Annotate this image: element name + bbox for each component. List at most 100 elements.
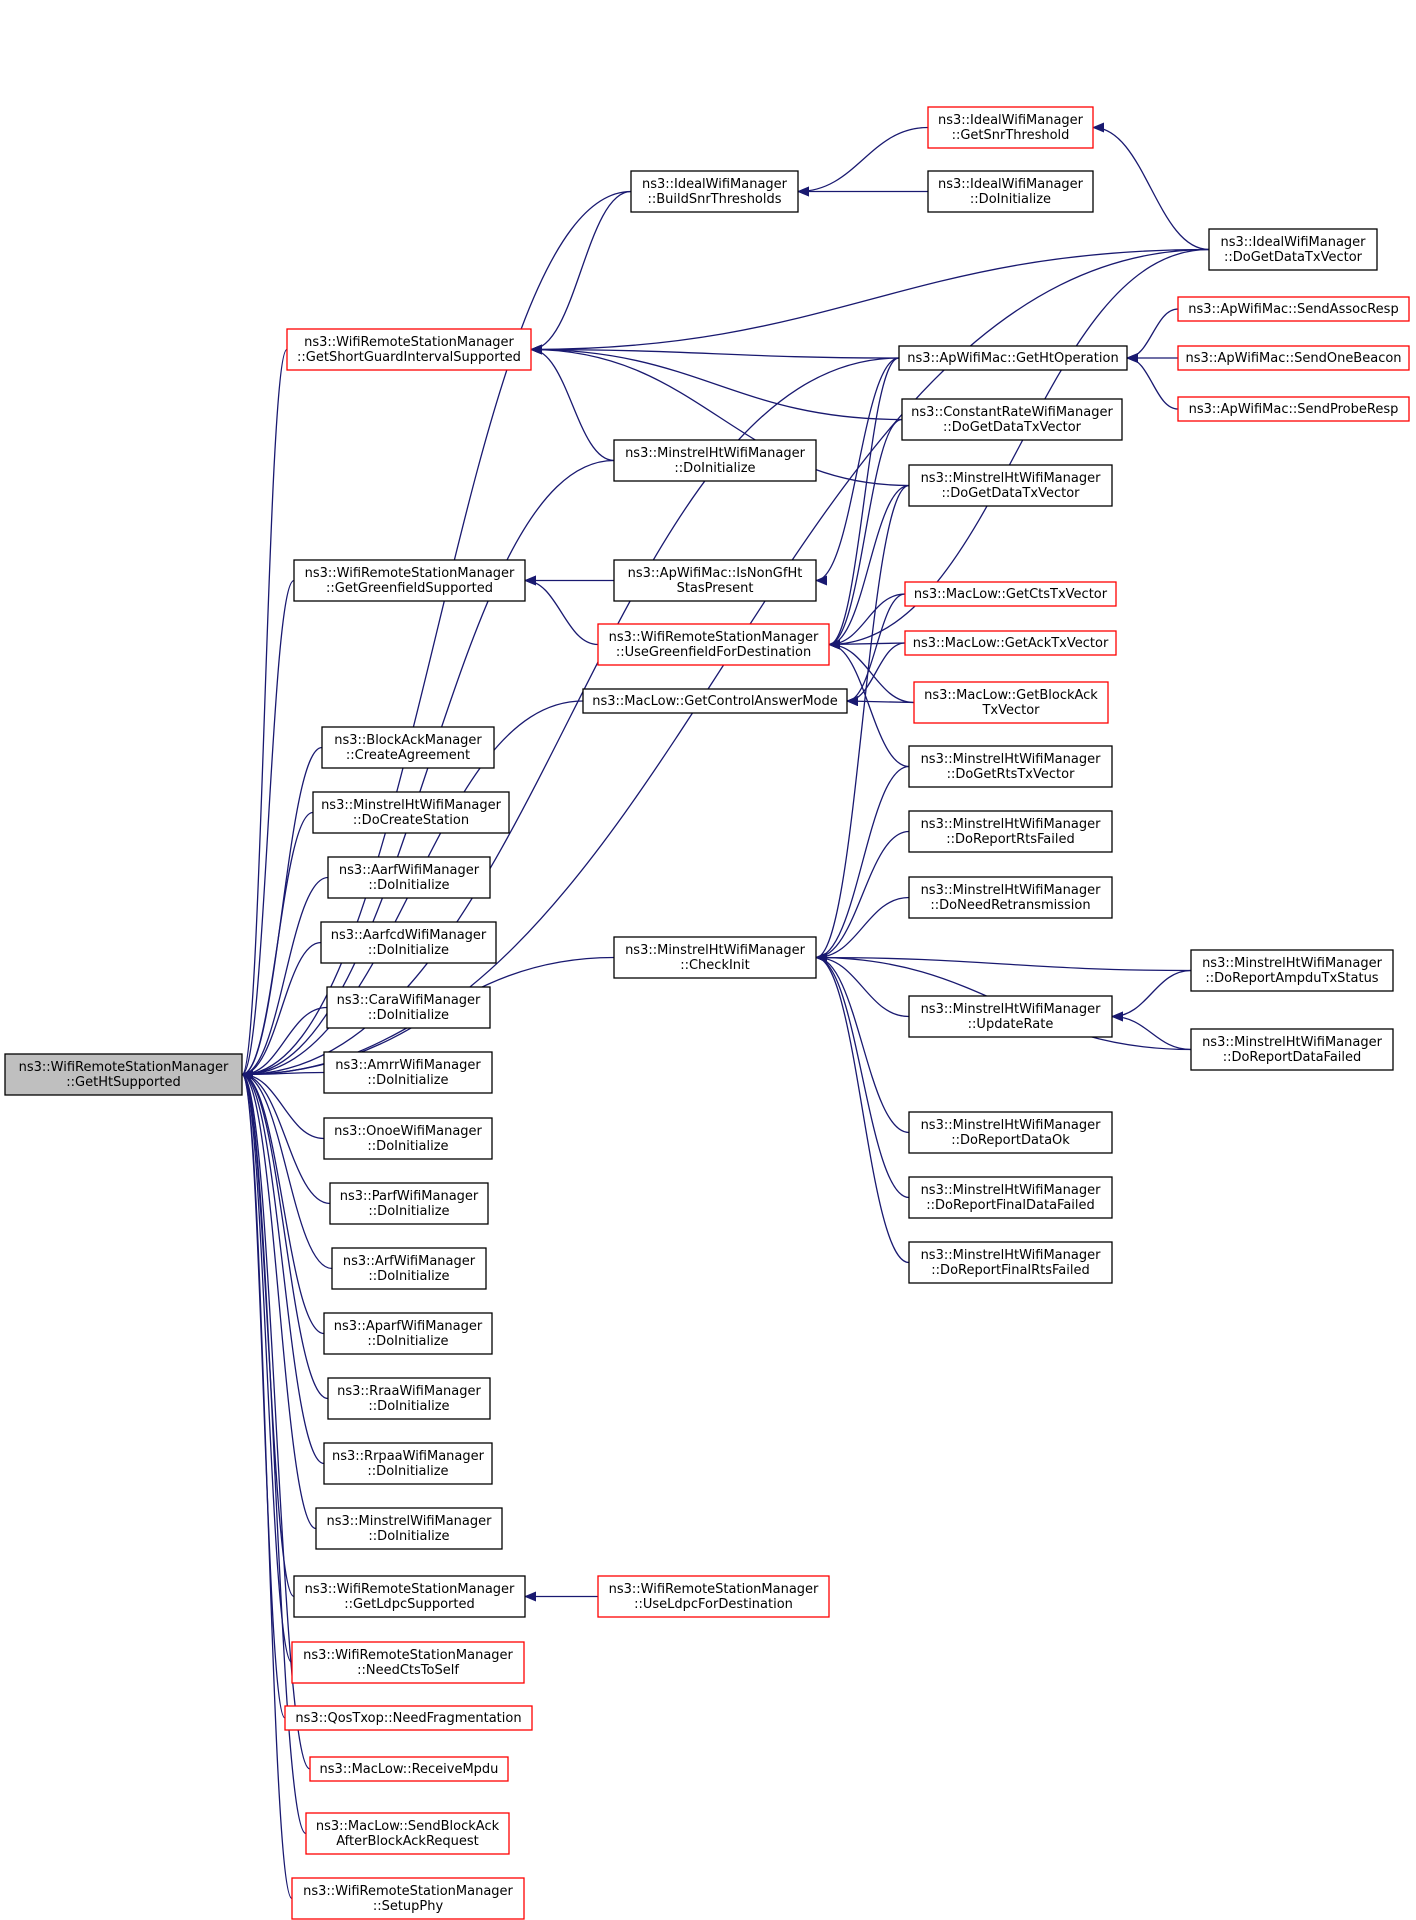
call-edge (530, 344, 615, 462)
graph-node-ideal-dogetdata[interactable]: ns3::IdealWifiManager::DoGetDataTxVector (1208, 228, 1378, 271)
graph-node-sgi[interactable]: ns3::WifiRemoteStationManager::GetShortG… (286, 328, 532, 371)
call-edge (241, 1069, 333, 1270)
node-label-line: ::DoInitialize (674, 461, 755, 476)
node-label-line: ::BuildSnrThresholds (647, 192, 781, 207)
node-label-line: ns3::MinstrelWifiManager (326, 1514, 492, 1529)
call-edge (241, 1069, 293, 1900)
graph-node-recvmpdu[interactable]: ns3::MacLow::ReceiveMpdu (309, 1756, 509, 1782)
graph-node-mht-doinit[interactable]: ns3::MinstrelHtWifiManager::DoInitialize (613, 439, 817, 482)
node-box (630, 170, 799, 213)
graph-node-useldpc[interactable]: ns3::WifiRemoteStationManager::UseLdpcFo… (597, 1575, 830, 1618)
node-box (329, 1182, 489, 1225)
call-edge (1111, 1011, 1192, 1051)
graph-node-build-snr[interactable]: ns3::IdealWifiManager::BuildSnrThreshold… (630, 170, 799, 213)
node-box (908, 745, 1113, 788)
graph-node-mht-reportrts[interactable]: ns3::MinstrelHtWifiManager::DoReportRtsF… (908, 810, 1113, 853)
call-edge-path (241, 1069, 293, 1900)
node-label-line: ns3::MinstrelHtWifiManager (625, 446, 806, 461)
node-label-line: StasPresent (677, 581, 754, 596)
graph-node-ap-getht[interactable]: ns3::ApWifiMac::GetHtOperation (898, 345, 1128, 371)
graph-node-parf[interactable]: ns3::ParfWifiManager::DoInitialize (329, 1182, 489, 1225)
node-label-line: ns3::OnoeWifiManager (334, 1124, 482, 1139)
node-label-line: ns3::WifiRemoteStationManager (609, 630, 819, 645)
node-box (908, 876, 1113, 919)
call-edge (241, 579, 295, 1080)
graph-node-getack[interactable]: ns3::MacLow::GetAckTxVector (904, 630, 1117, 656)
graph-node-mht-finalrts[interactable]: ns3::MinstrelHtWifiManager::DoReportFina… (908, 1241, 1113, 1284)
graph-node-mht-dogetdata[interactable]: ns3::MinstrelHtWifiManager::DoGetDataTxV… (908, 464, 1113, 507)
call-edge-path (241, 1069, 331, 1205)
node-label-line: ns3::MinstrelHtWifiManager (921, 817, 1102, 832)
node-box (327, 1377, 491, 1420)
graph-node-mht-update[interactable]: ns3::MinstrelHtWifiManager::UpdateRate (908, 995, 1113, 1038)
node-label-line: ns3::MinstrelHtWifiManager (1202, 956, 1383, 971)
node-label-line: ns3::AparfWifiManager (334, 1319, 483, 1334)
node-box (327, 856, 491, 899)
node-box (320, 921, 497, 964)
graph-node-aparf[interactable]: ns3::AparfWifiManager::DoInitialize (323, 1312, 493, 1355)
call-edge-path (524, 575, 599, 646)
graph-node-aarfcd[interactable]: ns3::AarfcdWifiManager::DoInitialize (320, 921, 497, 964)
call-edge (815, 896, 910, 963)
node-layer: ns3::WifiRemoteStationManager::GetHtSupp… (4, 106, 1410, 1920)
call-edge-path (1126, 308, 1179, 363)
node-box (908, 810, 1113, 853)
call-edge-path (241, 579, 295, 1080)
node-label-line: ::DoInitialize (970, 192, 1051, 207)
node-label-line: ::SetupPhy (373, 1899, 444, 1914)
call-edge (1126, 353, 1179, 410)
call-edge-path (241, 1069, 333, 1270)
graph-node-mht-finaldata[interactable]: ns3::MinstrelHtWifiManager::DoReportFina… (908, 1176, 1113, 1219)
graph-node-ap-assoc[interactable]: ns3::ApWifiMac::SendAssocResp (1177, 296, 1410, 322)
graph-node-minstrel[interactable]: ns3::MinstrelWifiManager::DoInitialize (315, 1507, 503, 1550)
graph-node-get-snr[interactable]: ns3::IdealWifiManager::GetSnrThreshold (927, 106, 1094, 149)
graph-node-mht-needretx[interactable]: ns3::MinstrelHtWifiManager::DoNeedRetran… (908, 876, 1113, 919)
node-label-line: ns3::WifiRemoteStationManager (305, 566, 515, 581)
call-edge (241, 1069, 325, 1140)
call-edge-path (828, 248, 1210, 650)
graph-node-onoe[interactable]: ns3::OnoeWifiManager::DoInitialize (323, 1117, 493, 1160)
graph-node-rrpaa[interactable]: ns3::RrpaaWifiManager::DoInitialize (323, 1442, 493, 1485)
call-edge-path (815, 830, 910, 963)
node-label-line: ::GetShortGuardIntervalSupported (297, 350, 521, 365)
call-edge-path (530, 190, 632, 355)
graph-node-usegf[interactable]: ns3::WifiRemoteStationManager::UseGreenf… (597, 623, 830, 666)
graph-node-mht-ampdu[interactable]: ns3::MinstrelHtWifiManager::DoReportAmpd… (1190, 949, 1394, 992)
graph-node-ap-probe[interactable]: ns3::ApWifiMac::SendProbeResp (1177, 396, 1410, 422)
graph-node-const-dogetdata[interactable]: ns3::ConstantRateWifiManager::DoGetDataT… (901, 398, 1123, 441)
graph-node-ctrlans[interactable]: ns3::MacLow::GetControlAnswerMode (582, 688, 848, 714)
graph-node-arf[interactable]: ns3::ArfWifiManager::DoInitialize (331, 1247, 487, 1290)
graph-node-qos[interactable]: ns3::QosTxop::NeedFragmentation (284, 1705, 533, 1731)
graph-node-mht-datafailed[interactable]: ns3::MinstrelHtWifiManager::DoReportData… (1190, 1028, 1394, 1071)
graph-node-mht-docreate[interactable]: ns3::MinstrelHtWifiManager::DoCreateStat… (312, 791, 510, 834)
graph-node-mht-dogetrts[interactable]: ns3::MinstrelHtWifiManager::DoGetRtsTxVe… (908, 745, 1113, 788)
node-label-line: ::DoInitialize (367, 1073, 448, 1088)
node-label-line: ns3::QosTxop::NeedFragmentation (295, 1711, 521, 1726)
call-edge (1111, 969, 1192, 1022)
node-label-line: ::GetHtSupported (66, 1075, 180, 1090)
graph-node-ideal-doinit[interactable]: ns3::IdealWifiManager::DoInitialize (927, 170, 1094, 213)
graph-node-setupphy[interactable]: ns3::WifiRemoteStationManager::SetupPhy (291, 1877, 525, 1920)
graph-node-checkinit[interactable]: ns3::MinstrelHtWifiManager::CheckInit (613, 936, 817, 979)
call-edge-path (241, 1069, 325, 1140)
graph-node-mht-dataok[interactable]: ns3::MinstrelHtWifiManager::DoReportData… (908, 1111, 1113, 1154)
graph-node-getcts[interactable]: ns3::MacLow::GetCtsTxVector (904, 581, 1117, 607)
graph-node-gf[interactable]: ns3::WifiRemoteStationManager::GetGreenf… (293, 559, 526, 602)
graph-node-ldpc[interactable]: ns3::WifiRemoteStationManager::GetLdpcSu… (293, 1575, 526, 1618)
graph-node-amrr[interactable]: ns3::AmrrWifiManager::DoInitialize (323, 1051, 493, 1094)
graph-node-rraa[interactable]: ns3::RraaWifiManager::DoInitialize (327, 1377, 491, 1420)
graph-node-aarf[interactable]: ns3::AarfWifiManager::DoInitialize (327, 856, 491, 899)
graph-node-ap-beacon[interactable]: ns3::ApWifiMac::SendOneBeacon (1177, 345, 1410, 371)
node-box (613, 559, 817, 602)
graph-node-blockack-create[interactable]: ns3::BlockAckManager::CreateAgreement (321, 726, 495, 769)
node-box (908, 1176, 1113, 1219)
node-box (913, 681, 1109, 724)
graph-node-sendblockack[interactable]: ns3::MacLow::SendBlockAckAfterBlockAckRe… (305, 1812, 510, 1855)
graph-node-cara[interactable]: ns3::CaraWifiManager::DoInitialize (326, 986, 491, 1029)
graph-node-ctsself[interactable]: ns3::WifiRemoteStationManager::NeedCtsTo… (291, 1641, 525, 1684)
node-box (293, 1575, 526, 1618)
node-box (613, 936, 817, 979)
node-box (597, 1575, 830, 1618)
